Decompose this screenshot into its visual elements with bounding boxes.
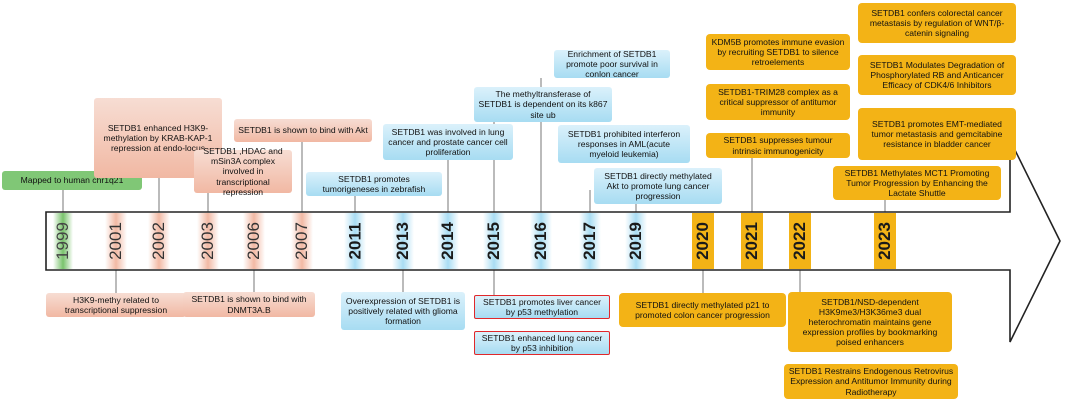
timeline-arrow-outline <box>45 139 1061 343</box>
year-label: 2006 <box>244 222 264 260</box>
year-label: 2013 <box>393 222 413 260</box>
year-2023: 2023 <box>874 213 896 269</box>
year-2013: 2013 <box>392 213 414 269</box>
year-2021: 2021 <box>741 213 763 269</box>
event-2015-liver: SETDB1 promotes liver cancer by p53 meth… <box>474 295 610 319</box>
event-2021-kdm5b: KDM5B promotes immune evasion by recruit… <box>706 34 850 70</box>
event-2023-emt: SETDB1 promotes EMT-mediated tumor metas… <box>858 108 1016 160</box>
event-2023-mct1: SETDB1 Methylates MCT1 Promoting Tumor P… <box>833 166 1001 200</box>
year-label: 2014 <box>438 222 458 260</box>
event-2003-hdac: SETDB1 ,HDAC and mSin3A complex involved… <box>194 146 292 197</box>
year-2007: 2007 <box>291 213 313 269</box>
year-label: 2001 <box>106 222 126 260</box>
year-label: 2019 <box>626 222 646 260</box>
event-2015-lung-p53: SETDB1 enhanced lung cancer by p53 inhib… <box>474 331 610 355</box>
event-2022-retrovirus: SETDB1 Restrains Endogenous Retrovirus E… <box>784 364 958 399</box>
event-2014-lung-prostate: SETDB1 was involved in lung cancer and p… <box>383 124 513 160</box>
event-2023-wnt: SETDB1 confers colorectal cancer metasta… <box>858 3 1016 43</box>
year-2022: 2022 <box>789 213 811 269</box>
year-label: 2016 <box>531 222 551 260</box>
year-2015: 2015 <box>483 213 505 269</box>
event-2013-glioma: Overexpression of SETDB1 is positively r… <box>341 292 465 330</box>
year-label: 2003 <box>198 222 218 260</box>
year-2003: 2003 <box>197 213 219 269</box>
event-2023-rb: SETDB1 Modulates Degradation of Phosphor… <box>858 55 1016 95</box>
event-2019-akt-lung: SETDB1 directly methylated Akt to promot… <box>594 168 722 204</box>
year-label: 2020 <box>693 222 713 260</box>
year-2014: 2014 <box>437 213 459 269</box>
year-2017: 2017 <box>579 213 601 269</box>
year-label: 2011 <box>345 222 365 260</box>
year-2002: 2002 <box>148 213 170 269</box>
year-2019: 2019 <box>625 213 647 269</box>
event-2015-k867: The methyltransferase of SETDB1 is depen… <box>474 87 612 122</box>
event-2020-p21: SETDB1 directly methylated p21 to promot… <box>619 293 786 327</box>
year-label: 2023 <box>875 222 895 260</box>
event-2022-nsd: SETDB1/NSD-dependent H3K9me3/H3K36me3 du… <box>788 292 952 352</box>
event-2011-zebrafish: SETDB1 promotes tumorigeneses in zebrafi… <box>306 172 442 196</box>
event-2001-h3k9: H3K9-methy related to transcriptional su… <box>46 293 186 317</box>
year-2016: 2016 <box>530 213 552 269</box>
year-label: 2022 <box>790 222 810 260</box>
year-2001: 2001 <box>105 213 127 269</box>
year-2011: 2011 <box>344 213 366 269</box>
year-label: 2017 <box>580 222 600 260</box>
year-label: 1999 <box>53 222 73 260</box>
year-label: 2007 <box>292 222 312 260</box>
event-2021-immunogenicity: SETDB1 suppresses tumour intrinsic immun… <box>706 133 850 158</box>
year-label: 2021 <box>742 222 762 260</box>
event-2021-trim28: SETDB1-TRIM28 complex as a critical supp… <box>706 84 850 120</box>
year-2006: 2006 <box>243 213 265 269</box>
event-2017-aml: SETDB1 prohibited interferon responses i… <box>558 125 690 163</box>
event-2007-akt: SETDB1 is shown to bind with Akt <box>234 119 372 142</box>
event-2016-colon: Enrichment of SETDB1 promote poor surviv… <box>554 49 670 79</box>
year-1999: 1999 <box>53 213 73 269</box>
year-label: 2002 <box>149 222 169 260</box>
event-2006-dnmt: SETDB1 is shown to bind with DNMT3A.B <box>183 292 315 317</box>
year-2020: 2020 <box>692 213 714 269</box>
year-label: 2015 <box>484 222 504 260</box>
